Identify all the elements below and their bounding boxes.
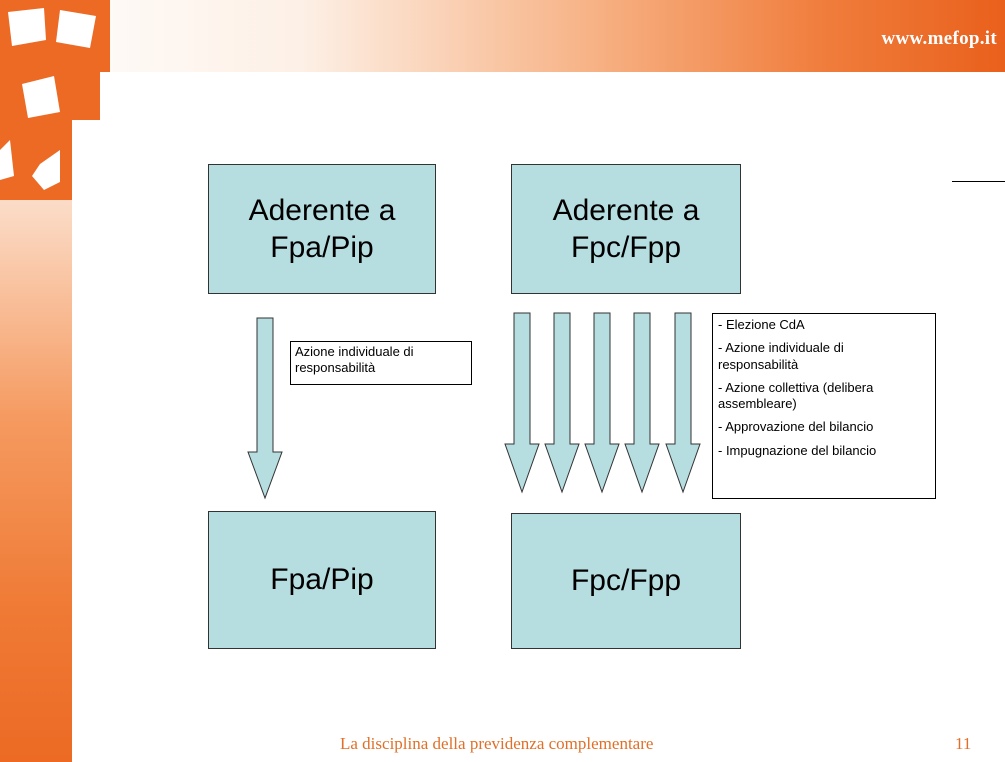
- box-fpa-pip-label: Fpa/Pip: [270, 563, 374, 597]
- box-aderente-fpc-fpp-label: Aderente a Fpc/Fpp: [552, 193, 700, 265]
- down-arrow-left: [247, 317, 283, 500]
- note-item-impugnazione-bilancio: - Impugnazione del bilancio: [718, 442, 877, 458]
- down-arrow-right-3: [584, 312, 620, 494]
- down-arrow-right-1: [504, 312, 540, 494]
- note-item-approvazione-bilancio: - Approvazione del bilancio: [718, 419, 874, 435]
- note-item-azione-individuale: - Azione individuale di responsabilità: [718, 340, 844, 372]
- box-fpc-fpp-label: Fpc/Fpp: [570, 564, 682, 598]
- website-url[interactable]: www.mefop.it: [881, 28, 997, 49]
- box-aderente-fpa-pip: Aderente a Fpa/Pip: [208, 164, 436, 294]
- down-arrow-right-2: [544, 312, 580, 494]
- box-fpc-fpp: Fpc/Fpp: [511, 513, 741, 649]
- note-item-elezione-cda: - Elezione CdA: [718, 317, 805, 332]
- note-azione-individuale: Azione individuale di responsabilità: [290, 341, 472, 385]
- header-divider: [952, 181, 1005, 182]
- down-arrow-right-5: [665, 312, 701, 494]
- note-item-azione-collettiva: - Azione collettiva (delibera assemblear…: [718, 379, 874, 411]
- box-aderente-fpa-pip-label: Aderente a Fpa/Pip: [248, 193, 396, 265]
- mefop-logo-icon: [0, 0, 110, 200]
- header-gradient-bar: [0, 0, 1005, 72]
- note-list-fpc-actions: - Elezione CdA - Azione individuale di r…: [712, 313, 936, 499]
- page-number: 11: [955, 734, 972, 753]
- footer-title: La disciplina della previdenza complemen…: [340, 734, 654, 753]
- box-fpa-pip: Fpa/Pip: [208, 511, 436, 649]
- box-aderente-fpc-fpp: Aderente a Fpc/Fpp: [511, 164, 741, 294]
- down-arrow-right-4: [624, 312, 660, 494]
